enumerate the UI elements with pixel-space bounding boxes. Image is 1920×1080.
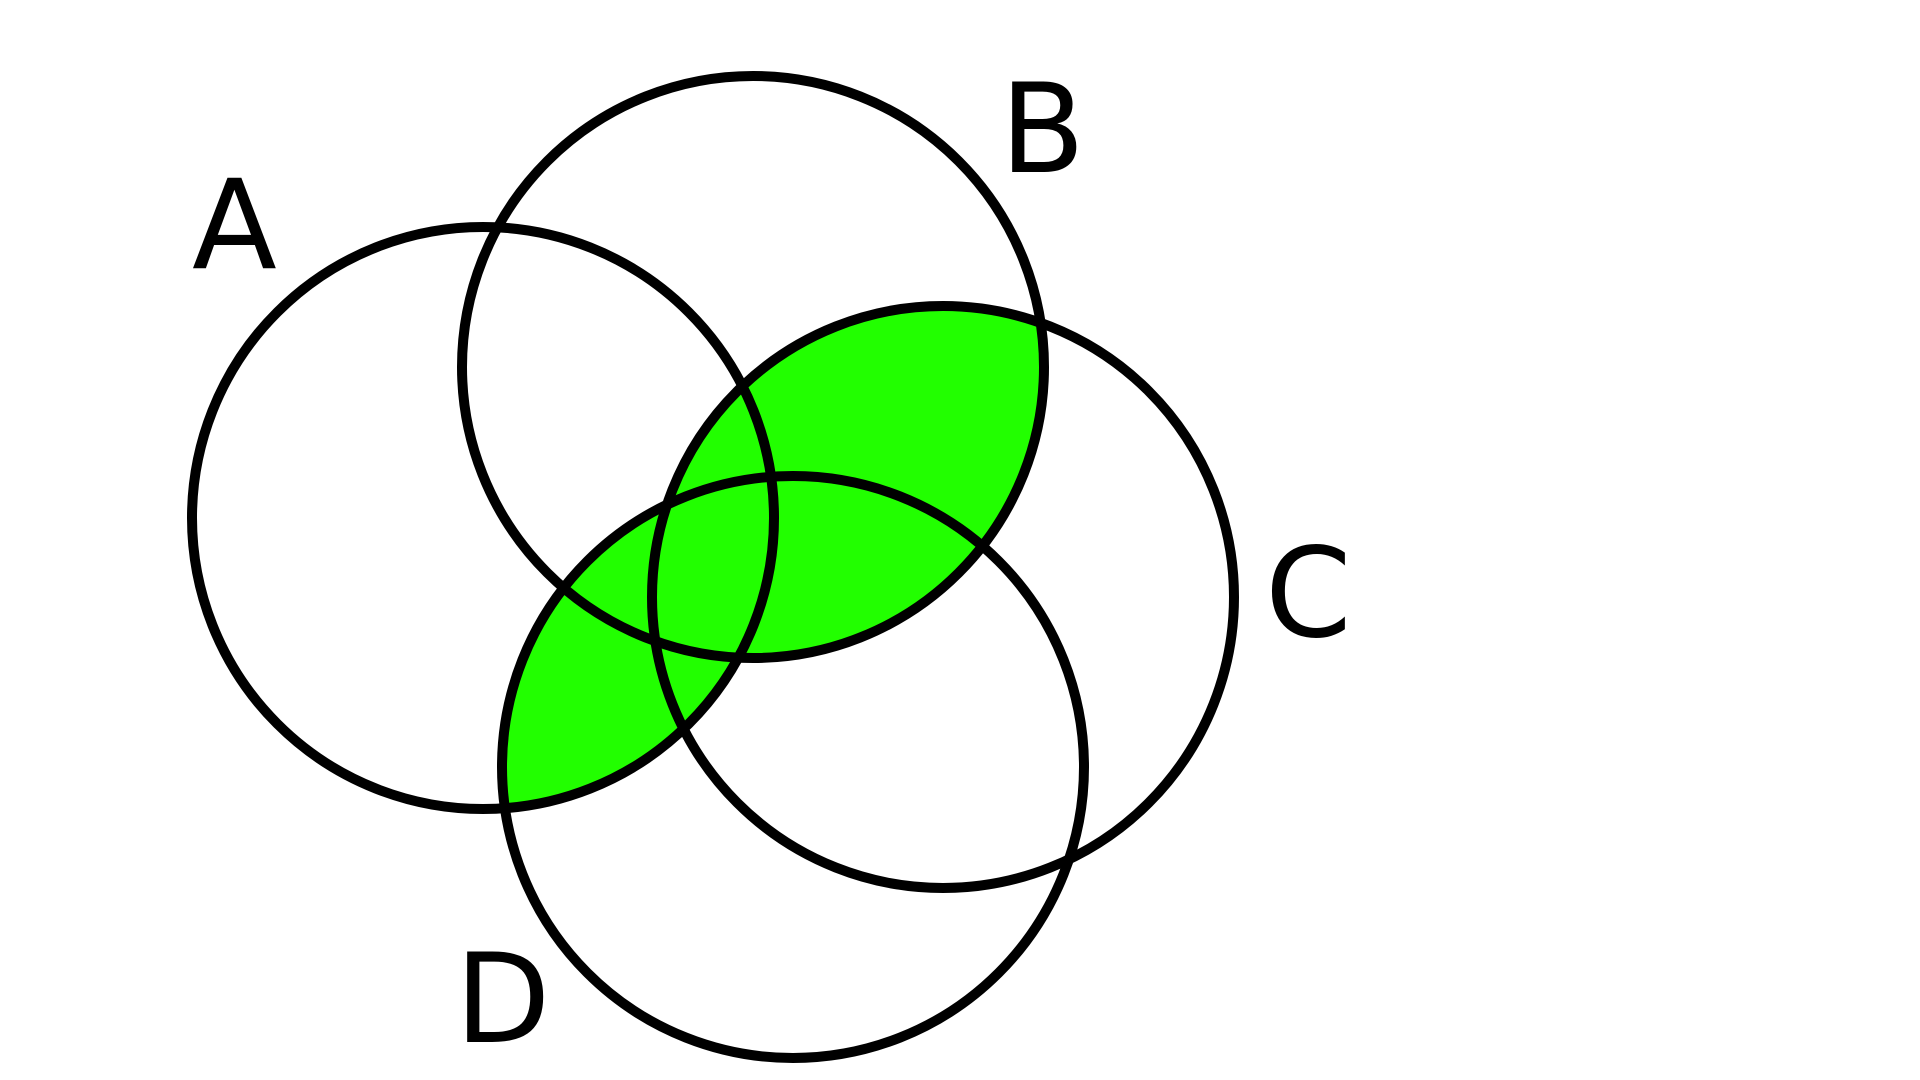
circle-d [497,471,1089,1063]
circle-c [647,301,1239,893]
label-b: B [1000,58,1085,202]
circle-b [457,71,1049,663]
label-d: D [455,928,550,1072]
circle-a [187,222,779,814]
label-a: A [192,154,277,298]
set-circles [187,71,1239,1063]
label-c: C [1265,522,1352,666]
